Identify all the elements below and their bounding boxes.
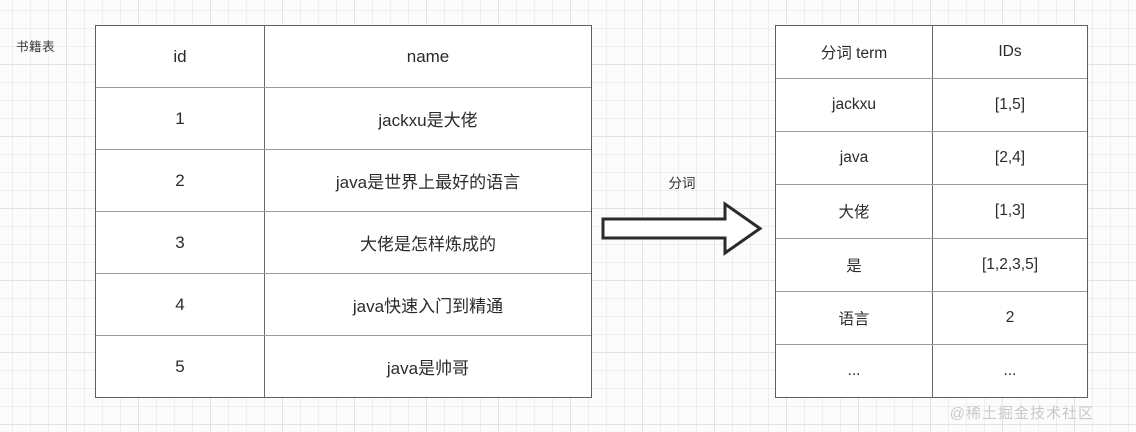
table-row: 3 大佬是怎样炼成的 [96, 212, 591, 274]
cell-term: 大佬 [776, 185, 933, 238]
cell-term: jackxu [776, 79, 933, 132]
cell-id: 2 [96, 150, 265, 211]
cell-name: jackxu是大佬 [378, 111, 478, 130]
table-header-row: id name [96, 26, 591, 88]
table-row: 2 java是世界上最好的语言 [96, 150, 591, 212]
table-row: ... ... [776, 344, 1087, 397]
table-row: 语言 2 [776, 291, 1087, 345]
cell-name: java是世界上最好的语言 [335, 173, 521, 192]
cell-term: 是 [776, 238, 933, 291]
arrow-right-icon [601, 201, 763, 256]
cell-id: 3 [96, 212, 265, 273]
column-header-name: name [406, 46, 450, 66]
cell-ids: [1,5] [994, 96, 1026, 114]
books-table-label: 书籍表 [16, 40, 56, 54]
table-row: 是 [1,2,3,5] [776, 238, 1087, 292]
watermark: @稀土掘金技术社区 [949, 405, 1094, 422]
table-row: 大佬 [1,3] [776, 185, 1087, 239]
cell-ids: [1,3] [994, 202, 1026, 220]
cell-id: 1 [96, 88, 265, 149]
cell-name: java快速入门到精通 [352, 297, 504, 316]
cell-term: java [776, 132, 933, 185]
tokenize-arrow [601, 200, 763, 257]
column-header-id: id [96, 26, 265, 87]
table-row: 5 java是帅哥 [96, 336, 591, 397]
cell-name: java是帅哥 [386, 359, 470, 378]
cell-id: 4 [96, 274, 265, 335]
cell-name: 大佬是怎样炼成的 [360, 235, 496, 254]
table-row: jackxu [1,5] [776, 79, 1087, 133]
table-row: 4 java快速入门到精通 [96, 274, 591, 336]
table-row: 1 jackxu是大佬 [96, 88, 591, 150]
column-header-ids: IDs [998, 43, 1022, 61]
column-header-term: 分词 term [776, 26, 933, 79]
cell-term: ... [776, 344, 933, 397]
inverted-index-table: 分词 term IDs jackxu [1,5] java [2,4] 大佬 [… [775, 25, 1088, 398]
table-row: java [2,4] [776, 132, 1087, 186]
cell-ids: [1,2,3,5] [981, 255, 1038, 273]
cell-ids: [2,4] [994, 149, 1026, 167]
cell-id: 5 [96, 336, 265, 397]
cell-ids: ... [1003, 361, 1017, 379]
cell-term: 语言 [776, 291, 933, 344]
books-table: id name 1 jackxu是大佬 2 java是世界上最好的语言 3 大佬… [95, 25, 592, 398]
cell-ids: 2 [1005, 308, 1015, 326]
table-header-row: 分词 term IDs [776, 26, 1087, 80]
arrow-label: 分词 [668, 176, 696, 191]
